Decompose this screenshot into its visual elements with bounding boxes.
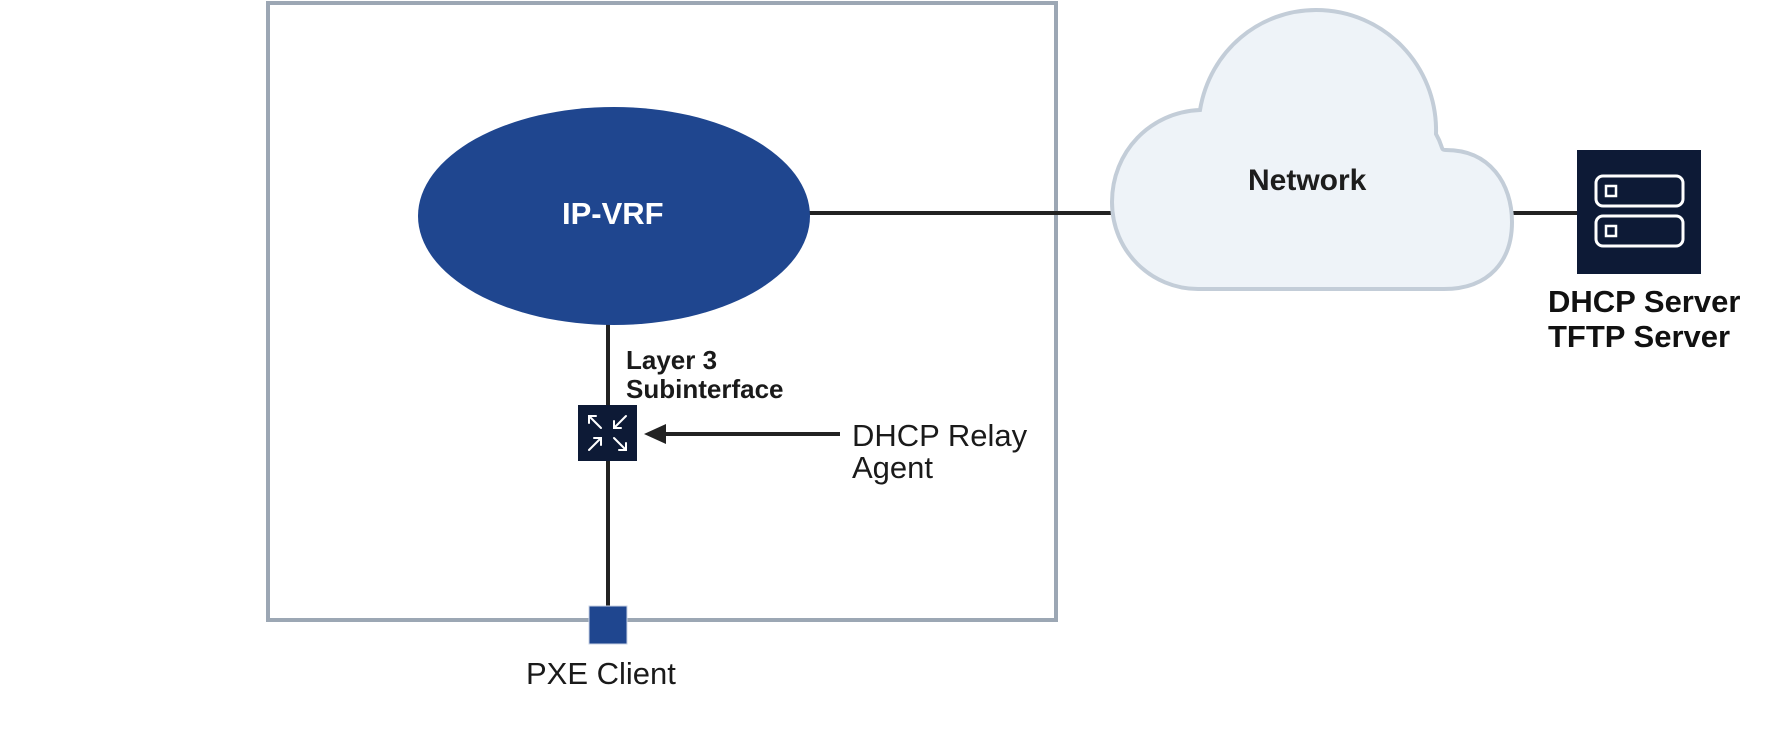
ip-vrf-ellipse[interactable] — [418, 107, 810, 325]
network-label: Network — [1248, 164, 1367, 197]
pxe-client-label: PXE Client — [526, 656, 676, 691]
subinterface-label-line1: Layer 3 — [626, 345, 718, 375]
subinterface-label: Layer 3 Subinterface — [626, 346, 784, 404]
subinterface-label-line2: Subinterface — [626, 374, 784, 404]
server-label-line1: DHCP Server — [1548, 284, 1741, 319]
relay-agent-label-line2: Agent — [852, 450, 934, 485]
server-icon[interactable] — [1577, 150, 1701, 274]
relay-arrow — [644, 424, 840, 444]
server-label: DHCP Server TFTP Server — [1548, 284, 1740, 354]
cloud-icon[interactable] — [1109, 7, 1515, 291]
relay-agent-label-line1: DHCP Relay — [852, 418, 1028, 453]
ip-vrf-label: IP-VRF — [562, 196, 664, 231]
vrf-container-box — [266, 1, 1058, 622]
router-switch-icon[interactable] — [578, 405, 637, 461]
relay-agent-label: DHCP Relay Agent — [852, 420, 1027, 484]
pxe-client-node[interactable] — [588, 605, 628, 645]
server-label-line2: TFTP Server — [1548, 319, 1731, 354]
